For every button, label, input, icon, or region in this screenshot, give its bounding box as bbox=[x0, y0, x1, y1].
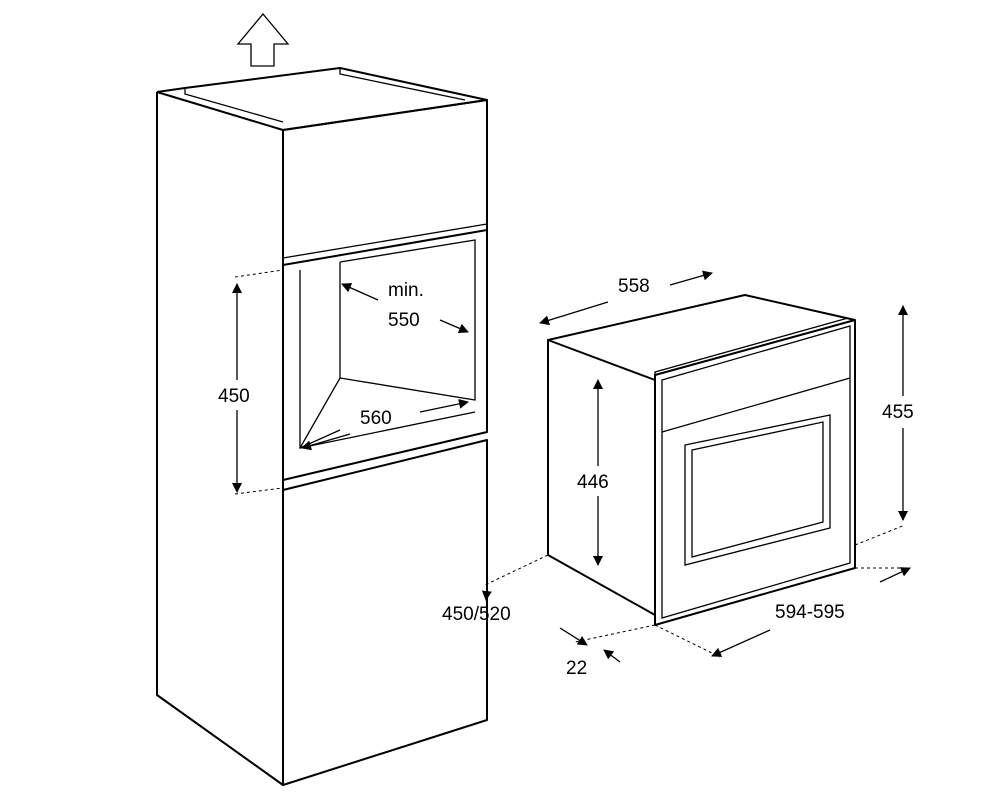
oven-width-label: 558 bbox=[618, 276, 650, 297]
cabinet-dimensions: 450 min. 550 560 bbox=[218, 280, 469, 493]
oven-dimensions: 558 455 446 450/520 594-595 22 bbox=[442, 270, 914, 679]
niche-depth-label: 550 bbox=[388, 310, 420, 331]
front-thickness-label: 22 bbox=[566, 658, 587, 679]
oven bbox=[484, 294, 906, 658]
oven-height-label: 455 bbox=[882, 402, 914, 423]
cabinet bbox=[156, 67, 488, 786]
ventilation-up-arrow-icon bbox=[236, 12, 290, 67]
oven-body-height-label: 446 bbox=[577, 472, 609, 493]
niche-height-label: 450 bbox=[218, 386, 250, 407]
min-label: min. bbox=[388, 280, 424, 301]
oven-depth-label: 450/520 bbox=[442, 604, 511, 625]
oven-front-width-label: 594-595 bbox=[775, 602, 845, 623]
niche-width-label: 560 bbox=[360, 408, 392, 429]
